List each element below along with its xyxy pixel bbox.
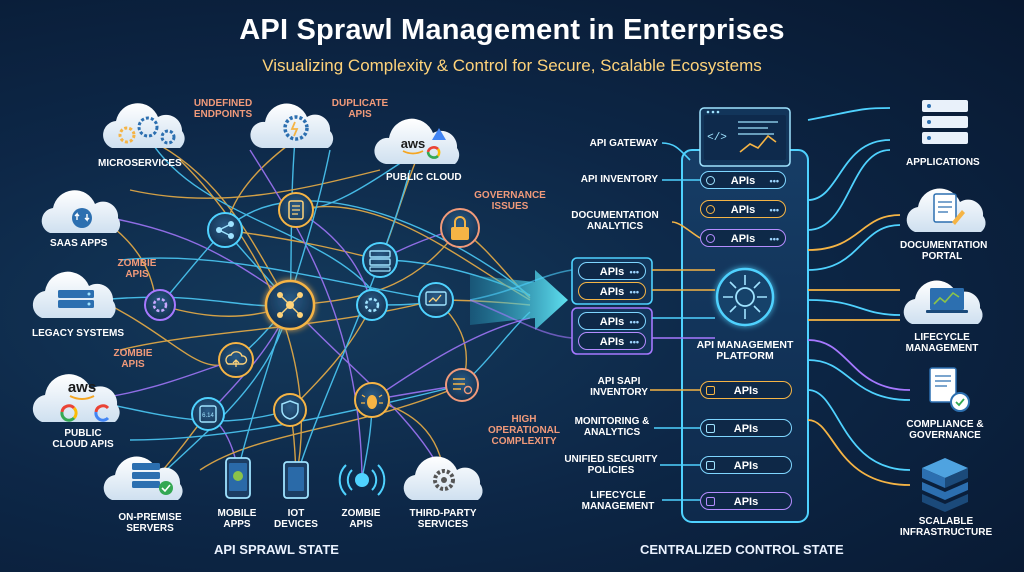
label-documentation-analytics: DOCUMENTATION ANALYTICS [571,210,659,232]
sprawl-node-monitor-icon [418,282,454,318]
api-icon [706,461,715,470]
third-party-services-cloud-icon [403,456,483,500]
sprawl-central-hub-icon [264,279,316,331]
chip-icon-text: 6.14 [202,413,214,419]
microservices-cloud-icon [103,103,185,148]
issue-governance: GOVERNANCE ISSUES [474,190,546,212]
applications-server-icon [922,100,968,144]
api-pill-6: APIs [700,456,792,474]
issue-zombie-apis-upper: ZOMBIE APIS [117,258,157,280]
api-pill-left-1: APIs••• [578,262,646,280]
issue-zombie-apis-lower: ZOMBIE APIS [113,348,153,370]
label-documentation-portal: DOCUMENTATION PORTAL [900,240,988,262]
saas-apps-cloud-icon [41,190,121,233]
svg-text:</>: </> [707,132,727,144]
sprawl-node-gear-icon [356,289,388,321]
documentation-portal-icon [906,188,986,232]
api-pill-5: APIs [700,419,792,437]
sprawl-node-server-icon [362,242,398,278]
zombie-apis-signal-icon [338,464,386,496]
output-connector-lines [807,107,911,486]
scalable-infrastructure-cubes-icon [922,458,968,512]
api-pill-3: APIs••• [700,229,786,247]
api-icon [706,497,715,506]
section-label-sprawl: API SPRAWL STATE [214,542,339,557]
api-pill-1: APIs••• [700,171,786,189]
sprawl-node-cloud-upload-icon [218,342,254,378]
api-pill-2: APIs••• [700,200,786,218]
aws-logo-text: aws [68,379,96,396]
api-pill-left-3: APIs••• [578,312,646,330]
api-icon [706,205,715,214]
issue-duplicate-apis: DUPLICATE APIS [331,98,389,120]
label-zombie-apis-bottom: ZOMBIE APIS [341,508,381,530]
label-api-sapi-inventory: API SAPI INVENTORY [590,376,648,398]
label-monitoring-analytics: MONITORING & ANALYTICS [574,416,650,438]
legacy-systems-cloud-icon [32,271,116,318]
label-lifecycle-management-left: LIFECYCLE MANAGEMENT [581,490,655,512]
transition-arrow [470,270,568,330]
label-mobile-apps: MOBILE APPS [217,508,257,530]
label-api-management-platform: API MANAGEMENT PLATFORM [696,339,794,362]
label-public-cloud: PUBLIC CLOUD [386,172,462,183]
aws-logo-text-top: aws [401,136,426,151]
sprawl-node-document-icon [278,192,314,228]
api-pill-7: APIs [700,492,792,510]
label-api-gateway: API GATEWAY [589,138,658,149]
label-applications: APPLICATIONS [906,157,980,168]
page-subtitle: Visualizing Complexity & Control for Sec… [262,56,762,75]
api-icon [706,176,715,185]
lifecycle-management-laptop-icon [903,280,983,324]
sprawl-node-lock-icon [440,208,480,248]
label-legacy-systems: LEGACY SYSTEMS [32,328,125,339]
undefined-endpoints-cloud-icon [250,103,334,148]
control-connector-lines [469,142,715,501]
issue-undefined-endpoints: UNDEFINED ENDPOINTS [193,98,253,120]
iot-devices-icon [283,461,309,499]
api-icon [706,234,715,243]
issue-high-complexity: HIGH OPERATIONAL COMPLEXITY [487,414,561,447]
label-api-inventory: API INVENTORY [580,174,658,185]
api-pill-left-4: APIs••• [578,332,646,350]
sprawl-node-search-list-icon [445,368,479,402]
sprawl-node-shield-icon [273,393,307,427]
public-cloud-cloud-icon: aws [374,118,460,164]
label-third-party-services: THIRD-PARTY SERVICES [409,508,477,530]
label-public-cloud-apis: PUBLIC CLOUD APIS [52,428,114,450]
label-microservices: MICROSERVICES [98,158,182,169]
mobile-apps-phone-icon [225,457,251,499]
label-compliance-governance: COMPLIANCE & GOVERNANCE [906,419,984,441]
label-unified-security-policies: UNIFIED SECURITY POLICIES [564,454,658,476]
label-lifecycle-management-right: LIFECYCLE MANAGEMENT [905,332,979,354]
sprawl-node-purple-gear-icon [144,289,176,321]
api-pill-4: APIs [700,381,792,399]
sprawl-node-gateway-icon [207,212,243,248]
api-icon [706,424,715,433]
on-premise-servers-cloud-icon [103,456,183,500]
sprawl-node-chip-icon: 6.14 [191,397,225,431]
platform-hub-icon [715,267,775,327]
page-title: API Sprawl Management in Enterprises [239,14,785,46]
public-cloud-apis-cloud-icon: aws [32,374,120,422]
label-saas-apps: SAAS APPS [50,238,108,249]
api-pill-left-2: APIs••• [578,282,646,300]
label-scalable-infrastructure: SCALABLE INFRASTRUCTURE [899,516,993,538]
section-label-control: CENTRALIZED CONTROL STATE [640,542,844,557]
api-icon [706,386,715,395]
sprawl-node-bug-icon [354,382,390,418]
label-on-premise-servers: ON-PREMISE SERVERS [118,512,182,534]
label-iot-devices: IoT DEVICES [274,508,318,530]
compliance-governance-icon [929,367,970,412]
